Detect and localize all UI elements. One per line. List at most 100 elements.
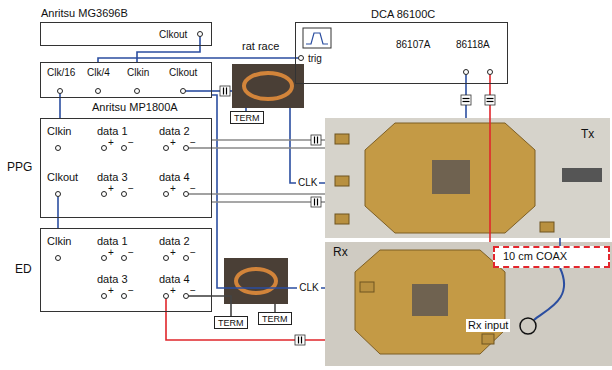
port xyxy=(164,294,169,299)
port xyxy=(122,294,127,299)
term-label: TERM xyxy=(218,318,244,328)
port-wire xyxy=(489,75,491,85)
module-name: PPG xyxy=(7,161,32,175)
capacitor-plate xyxy=(463,101,470,102)
polarity-sign: − xyxy=(190,183,196,195)
cable xyxy=(212,296,231,316)
port-label: data 1 xyxy=(97,235,128,248)
part-name: rat race xyxy=(242,40,279,53)
cable xyxy=(290,108,325,183)
term-label: TERM xyxy=(234,113,260,123)
port xyxy=(56,192,61,197)
tx-board xyxy=(365,123,535,233)
dc-block-capacitor xyxy=(311,135,321,145)
port xyxy=(184,294,189,299)
clock-divider-box: Clk/16Clk/4ClkinClkout xyxy=(40,62,212,98)
oscilloscope-box: DCA 86100C86107A86118Atrig xyxy=(295,22,508,84)
port-wire xyxy=(165,299,167,313)
port-label: Clk/4 xyxy=(87,67,110,79)
polarity-sign: − xyxy=(128,285,134,297)
polarity-sign: − xyxy=(190,247,196,259)
polarity-sign: − xyxy=(128,137,134,149)
polarity-sign: + xyxy=(170,285,176,297)
port xyxy=(198,32,203,37)
coax-callout: 10 cm COAX xyxy=(493,246,610,268)
cable xyxy=(212,147,325,149)
capacitor-plate xyxy=(301,337,302,344)
capacitor-body xyxy=(461,95,471,105)
dc-block-capacitor xyxy=(461,95,471,105)
polarity-sign: + xyxy=(108,285,114,297)
dc-block-capacitor xyxy=(311,197,321,207)
capacitor-body xyxy=(311,197,321,207)
port-wire xyxy=(465,75,467,85)
rx-chip xyxy=(412,284,448,316)
port xyxy=(56,256,61,261)
signal-label: CLK xyxy=(297,282,320,294)
polarity-sign: − xyxy=(190,137,196,149)
port xyxy=(102,256,107,261)
instrument-name: Anritsu MG3696B xyxy=(41,7,128,20)
port-wire xyxy=(186,90,213,92)
port xyxy=(184,192,189,197)
capacitor-plate xyxy=(226,88,227,95)
port-label: data 4 xyxy=(159,171,190,184)
sma-connector xyxy=(335,214,349,224)
cable xyxy=(212,193,325,195)
polarity-sign: − xyxy=(128,247,134,259)
rx-board: Rx 10 cm COAX xyxy=(325,242,612,366)
polarity-sign: + xyxy=(170,137,176,149)
module-label: 86118A xyxy=(456,39,490,51)
port-label: data 2 xyxy=(159,235,190,248)
port-label: Clkout xyxy=(159,29,187,41)
tx-board: Tx xyxy=(325,118,610,238)
capacitor-plate xyxy=(487,101,494,102)
port xyxy=(102,294,107,299)
port-label: data 3 xyxy=(97,273,128,286)
dc-block-capacitor xyxy=(295,335,305,345)
port-label: Clkin xyxy=(47,125,71,138)
port xyxy=(102,146,107,151)
port xyxy=(184,256,189,261)
dc-block-capacitor xyxy=(220,86,230,96)
signal-label: CLK xyxy=(296,177,319,189)
port xyxy=(96,89,101,94)
sma-connector xyxy=(335,134,349,144)
port-group xyxy=(56,32,493,299)
port-label: data 1 xyxy=(97,125,128,138)
sma-connector xyxy=(540,222,554,232)
termination-box: TERM xyxy=(214,316,248,329)
polarity-sign: + xyxy=(108,183,114,195)
cable xyxy=(59,98,61,118)
capacitor-body xyxy=(311,135,321,145)
port xyxy=(122,146,127,151)
ed-box: EDClkindata 1data 2data 3data 4+−+−+−+− xyxy=(40,228,212,312)
capacitor-plate xyxy=(487,98,494,99)
cable xyxy=(559,238,561,246)
sma-connector xyxy=(482,334,494,344)
rat-race-ring xyxy=(236,269,276,293)
polarity-sign: + xyxy=(108,137,114,149)
rx-photo-ground xyxy=(325,242,612,366)
port xyxy=(135,89,140,94)
board-name: Rx xyxy=(333,246,348,260)
capacitor-plate xyxy=(298,337,299,344)
port xyxy=(464,70,469,75)
polarity-sign: + xyxy=(108,247,114,259)
rat-race-coupler xyxy=(232,64,304,108)
port xyxy=(122,192,127,197)
port xyxy=(164,146,169,151)
port-wire xyxy=(199,37,201,47)
port xyxy=(102,192,107,197)
rat-race-coupler: rat race xyxy=(232,64,304,108)
capacitor-plate xyxy=(314,199,315,206)
dc-block-capacitor xyxy=(485,95,495,105)
polarity-sign: + xyxy=(170,247,176,259)
instrument-name: DCA 86100C xyxy=(371,8,435,21)
port-label: Clkout xyxy=(47,171,78,184)
cable xyxy=(212,95,325,288)
port xyxy=(56,146,61,151)
port xyxy=(164,192,169,197)
port-label: Clkout xyxy=(169,67,197,79)
rx-board xyxy=(355,250,505,354)
